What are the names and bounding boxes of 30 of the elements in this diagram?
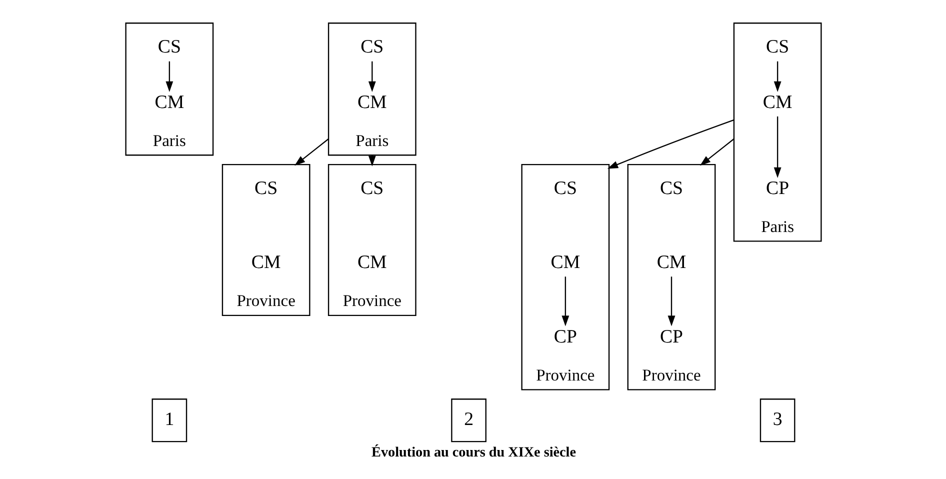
node-box: 1 — [151, 398, 187, 442]
node-text: CS — [254, 177, 278, 198]
node-box: 3 — [759, 398, 795, 442]
node-text: CS — [553, 177, 576, 198]
arrow — [773, 116, 781, 178]
node-box: 2 — [450, 398, 486, 442]
node-text: CM — [356, 91, 386, 112]
node-text: CM — [656, 252, 686, 273]
arrow — [773, 60, 781, 92]
node-text: CS — [766, 36, 789, 57]
node-text: CS — [360, 177, 384, 198]
arrow — [606, 118, 734, 168]
node-text: CS — [659, 177, 683, 198]
arrow — [368, 60, 376, 92]
arrow — [165, 60, 173, 92]
node-text: CP — [553, 326, 576, 347]
node-text: CP — [659, 326, 683, 347]
node-text: CM — [154, 91, 184, 112]
node-text: CP — [766, 177, 789, 198]
node-text: CM — [762, 91, 792, 112]
caption: Évolution au cours du XIXe siècle — [371, 444, 576, 460]
node-text: CS — [360, 36, 384, 57]
node-text: CS — [157, 36, 180, 57]
arrow — [561, 276, 569, 326]
node-text: CM — [550, 252, 580, 273]
arrow — [294, 138, 328, 166]
arrow — [667, 276, 675, 326]
arrow — [699, 138, 734, 166]
node-text: CM — [356, 252, 386, 273]
node-text: CM — [250, 252, 280, 273]
